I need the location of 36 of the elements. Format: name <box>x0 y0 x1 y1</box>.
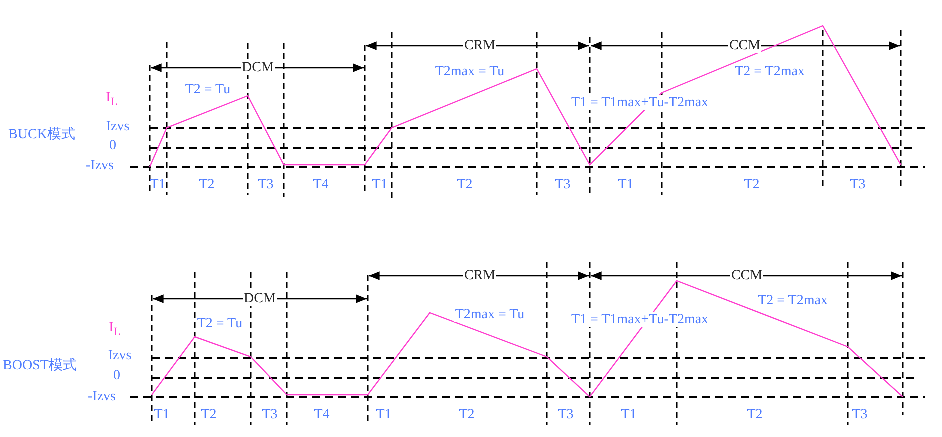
phase-label: T2 <box>199 177 215 193</box>
level-label: -Izvs <box>88 389 116 405</box>
level-label: Izvs <box>108 348 132 364</box>
phase-label: T1 <box>154 407 170 423</box>
level-label: 0 <box>110 138 116 154</box>
mode-label: BUCK模式 <box>8 127 76 143</box>
phase-label: T2 <box>201 407 217 423</box>
phase-label: T2 <box>747 407 763 423</box>
formula-label: T1 = T1max+Tu-T2max <box>570 312 710 328</box>
phase-label: T3 <box>258 177 274 193</box>
phase-label: T2 <box>744 177 760 193</box>
axis-label: I$_{L}$ <box>109 320 121 340</box>
phase-label: T3 <box>555 177 571 193</box>
phase-label: T4 <box>314 407 330 423</box>
axis-label: I$_{L}$ <box>106 90 118 110</box>
phase-label: T3 <box>852 407 868 423</box>
phase-label: T1 <box>621 407 637 423</box>
formula-label: T2max = Tu <box>454 307 526 323</box>
phase-label: T1 <box>618 177 634 193</box>
phase-label: T2 <box>459 407 475 423</box>
dimension-label: DCM <box>241 60 275 76</box>
level-label: Izvs <box>106 119 130 135</box>
phase-label: T1 <box>376 407 392 423</box>
phase-label: T3 <box>262 407 278 423</box>
phase-label: T1 <box>150 177 166 193</box>
level-label: -Izvs <box>86 158 114 174</box>
phase-label: T2 <box>457 177 473 193</box>
phase-label: T1 <box>372 177 388 193</box>
formula-label: T1 = T1max+Tu-T2max <box>570 95 710 111</box>
dimension-label: CCM <box>728 38 762 54</box>
phase-label: T4 <box>313 177 329 193</box>
phase-label: T3 <box>850 177 866 193</box>
mode-label: BOOST模式 <box>3 358 77 374</box>
dimension-label: DCM <box>243 291 277 307</box>
level-label: 0 <box>114 368 120 384</box>
phase-label: T3 <box>558 407 574 423</box>
